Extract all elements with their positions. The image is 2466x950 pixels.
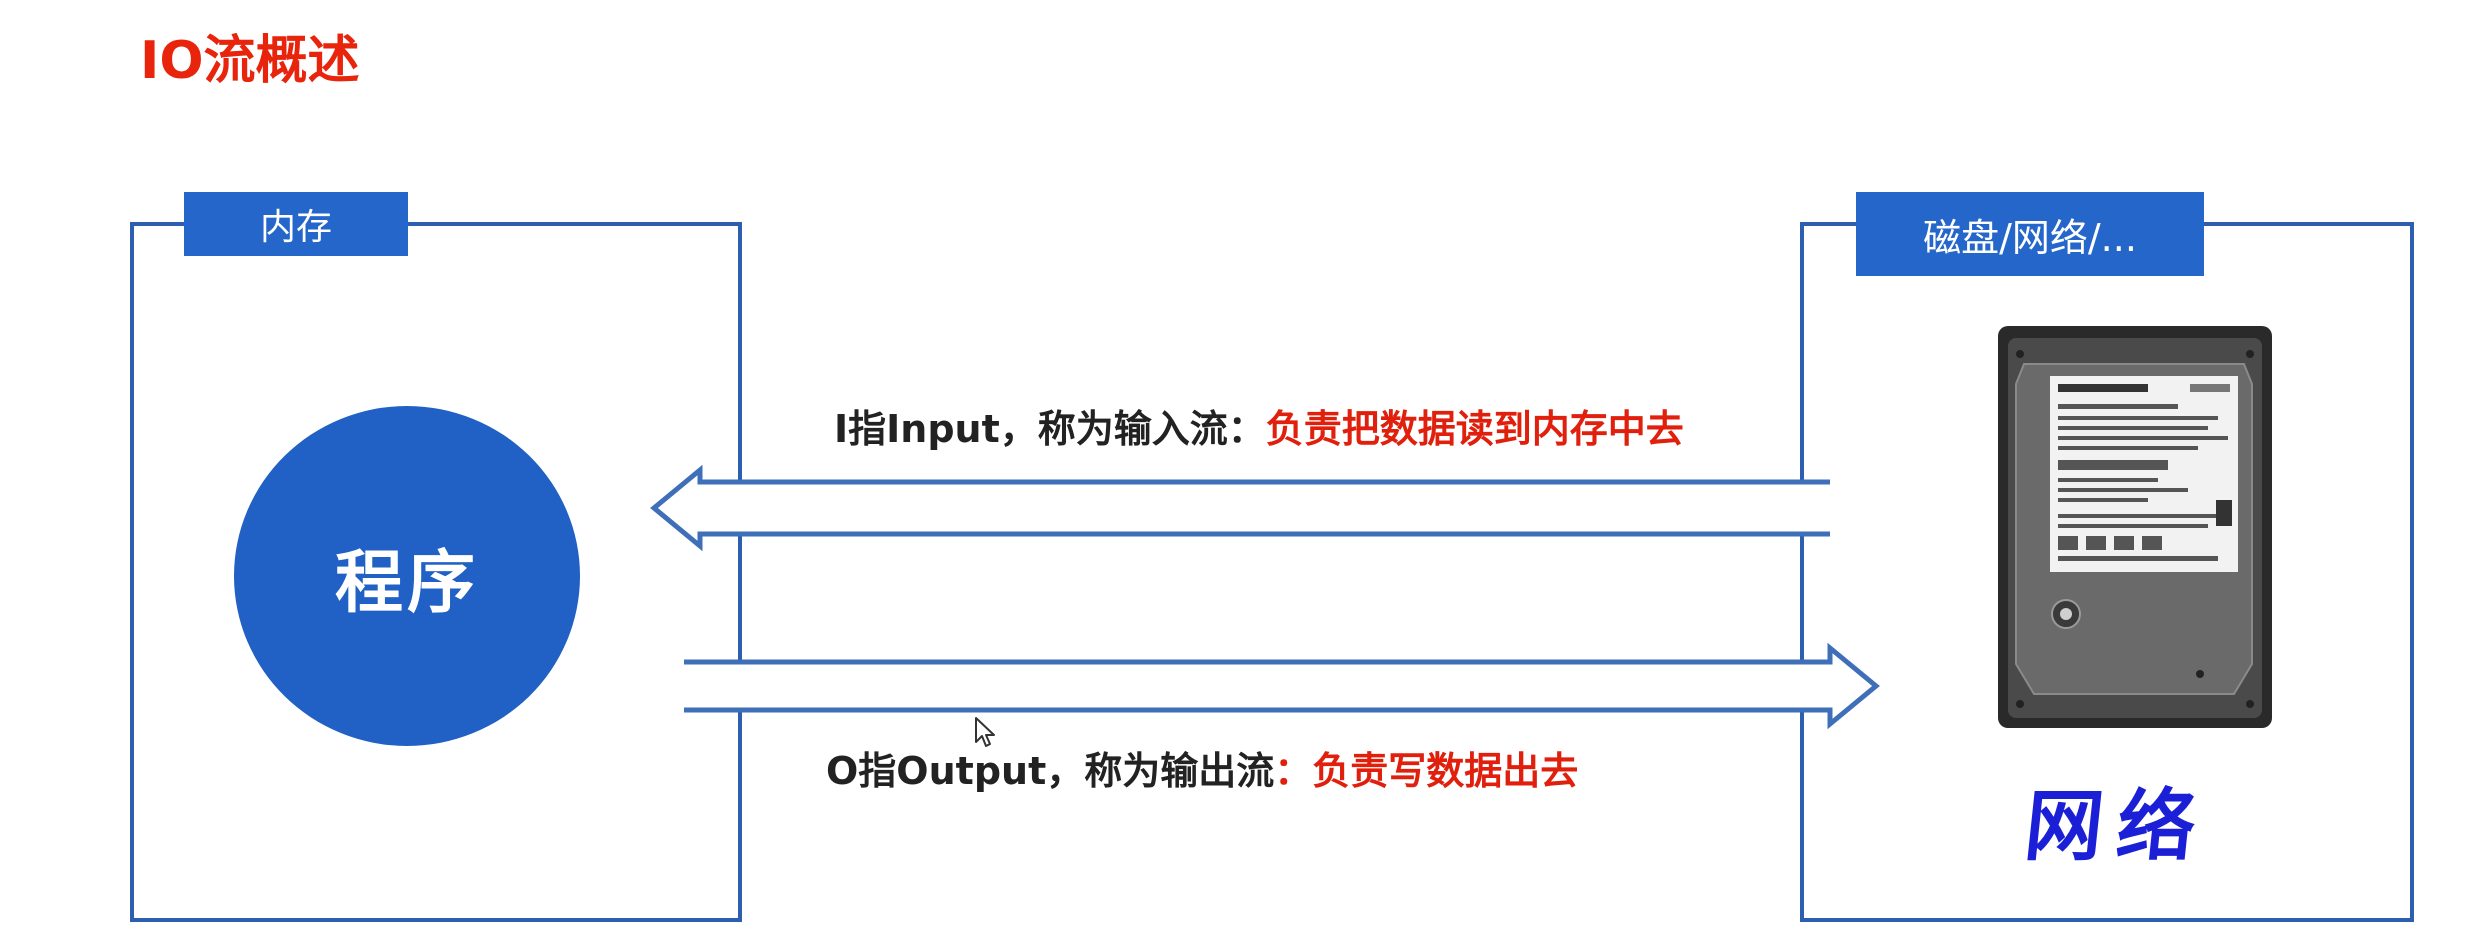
program-circle: 程序 [234,406,580,746]
input-arrow [650,464,1860,552]
memory-tag: 内存 [184,192,408,256]
output-stream-highlight: ：负责写数据出去 [1274,749,1579,793]
input-stream-highlight: 负责把数据读到内存中去 [1265,407,1684,451]
hard-disk-icon [1998,326,2272,728]
memory-box [130,222,742,922]
slide-title: IO流概述 [140,31,360,91]
output-arrow [664,642,1880,730]
input-stream-main: I指Input，称为输入流： [834,407,1266,451]
output-stream-main: O指Output，称为输出流 [826,749,1275,793]
program-label: 程序 [334,543,479,623]
mouse-cursor-icon [975,717,995,747]
input-stream-label: I指Input，称为输入流：负责把数据读到内存中去 [834,398,1684,453]
storage-tag: 磁盘/网络/... [1856,192,2204,276]
output-stream-label: O指Output，称为输出流：负责写数据出去 [826,740,1578,795]
network-handwritten-note: 网络 [2020,781,2215,872]
